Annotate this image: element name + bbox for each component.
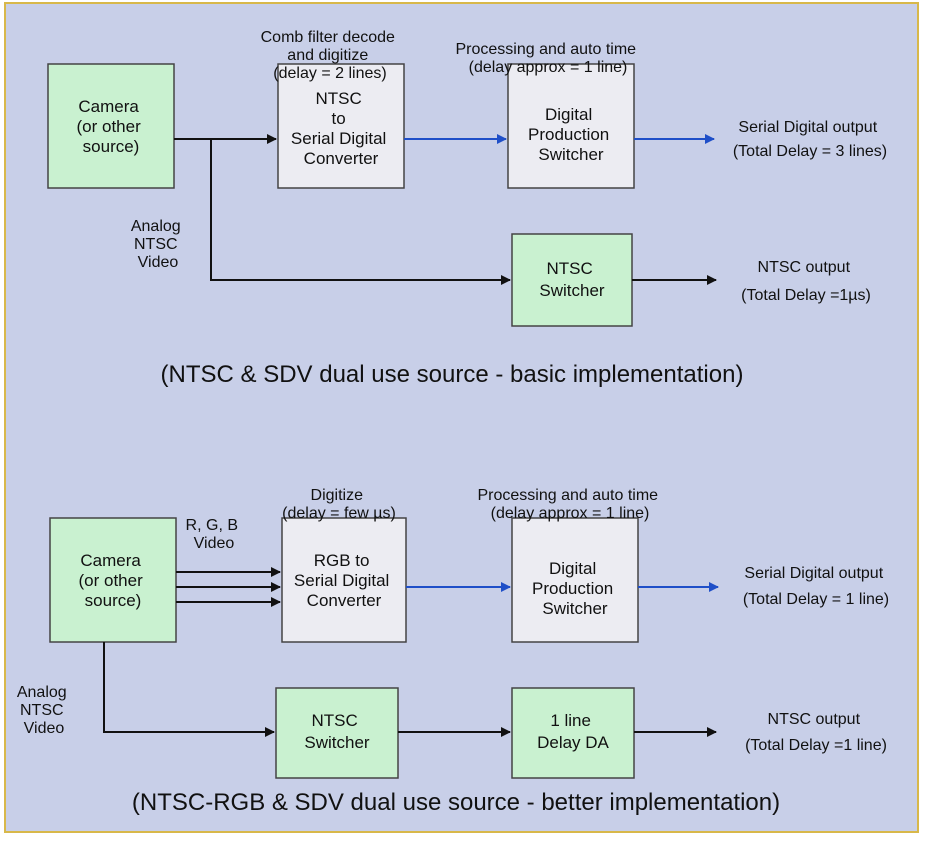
bottom-camera-label: Camera (or other source) (79, 551, 148, 610)
bottom-analog-label: Analog NTSC Video (17, 684, 71, 737)
bottom-camera-box (49, 517, 177, 643)
top-digital-switcher-box (507, 63, 635, 189)
bottom-ntsc-output-label: NTSC output (Total Delay =1 line) (745, 711, 887, 754)
signal-flow-diagram: Camera (or other source) NTSC to Serial … (17, 29, 889, 816)
top-digital-switcher-label: Digital Production Switcher (528, 105, 614, 164)
bottom-converter-box (281, 517, 407, 643)
bottom-switcher-note: Processing and auto time (delay approx =… (478, 487, 663, 522)
bottom-analog-branch-link (103, 642, 275, 737)
top-ntsc-switcher-box (511, 233, 633, 327)
bottom-rgb-label: R, G, B Video (186, 517, 243, 552)
bottom-caption: (NTSC-RGB & SDV dual use source - better… (132, 789, 780, 816)
bottom-ntsc-switcher-label: NTSC Switcher (304, 711, 370, 752)
bottom-delay-da-label: 1 line Delay DA (537, 711, 609, 752)
top-switcher-note: Processing and auto time (delay approx =… (456, 41, 641, 76)
top-ntsc-switcher-label: NTSC Switcher (539, 259, 605, 300)
top-digital-output-label: Serial Digital output (Total Delay = 3 l… (733, 119, 887, 160)
bottom-digital-output-label: Serial Digital output (Total Delay = 1 l… (743, 565, 889, 608)
top-converter-box (277, 63, 405, 189)
top-camera-label: Camera (or other source) (77, 97, 146, 156)
bottom-converter-label: RGB to Serial Digital Converter (294, 551, 394, 610)
bottom-digital-switcher-label: Digital Production Switcher (532, 559, 618, 618)
diagram-frame: Camera (or other source) NTSC to Serial … (4, 2, 919, 833)
bottom-converter-note: Digitize (delay = few µs) (282, 487, 396, 522)
bottom-delay-da-box (511, 687, 635, 779)
top-ntsc-output-label: NTSC output (Total Delay =1µs) (741, 259, 871, 304)
top-camera-box (47, 63, 175, 189)
top-converter-note: Comb filter decode and digitize (delay =… (261, 29, 400, 82)
top-converter-label: NTSC to Serial Digital Converter (291, 89, 391, 168)
bottom-digital-switcher-box (511, 517, 639, 643)
top-analog-branch-link (210, 139, 511, 285)
top-analog-label: Analog NTSC Video (131, 218, 185, 271)
top-caption: (NTSC & SDV dual use source - basic impl… (161, 361, 744, 388)
